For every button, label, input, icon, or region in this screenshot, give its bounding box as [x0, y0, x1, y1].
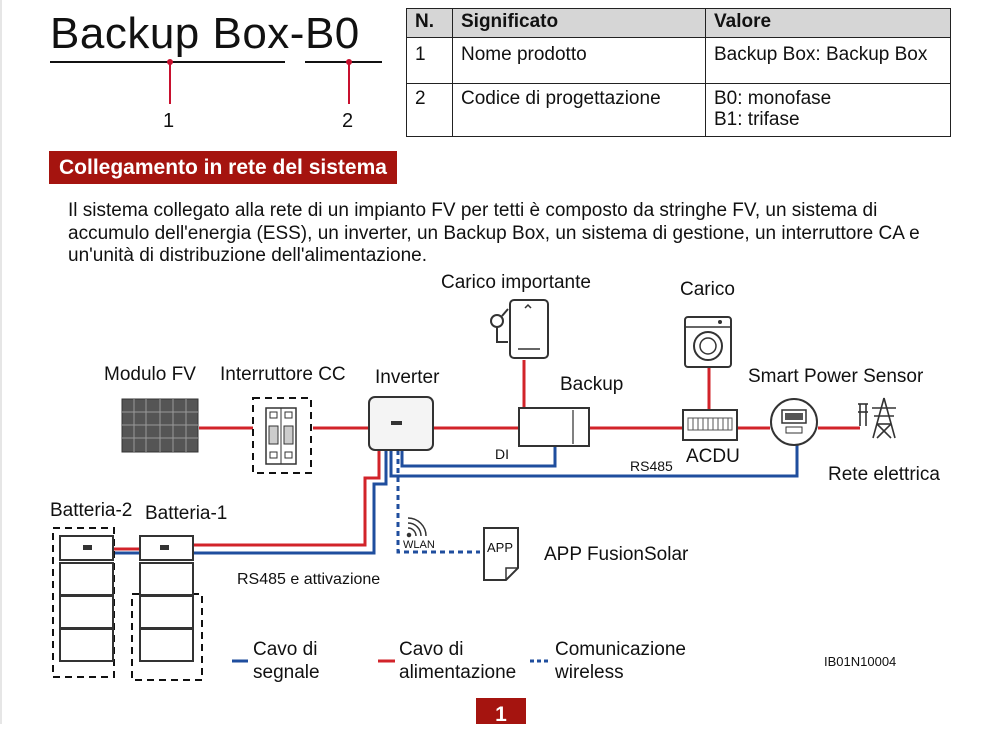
row-value-line: B1: trifase [714, 109, 800, 130]
table-row: 2 Codice di progettazione B0: monofase B… [406, 83, 951, 137]
table-header-row: N. Significato Valore [406, 8, 951, 38]
section-description: Il sistema collegato alla rete di un imp… [68, 200, 920, 266]
app-icon [483, 527, 519, 581]
label-dc-switch: Interruttore CC [220, 364, 346, 385]
signal-cables [113, 445, 799, 555]
label-rs485: RS485 [630, 458, 673, 474]
legend-signal-label: Cavo di segnale [253, 638, 320, 684]
label-pv-module: Modulo FV [104, 364, 196, 385]
callout-number-2: 2 [342, 110, 354, 132]
label-battery-1: Batteria-1 [145, 503, 228, 524]
label-grid: Rete elettrica [828, 464, 940, 485]
callout-leader-1 [169, 64, 171, 104]
label-wlan: WLAN [403, 539, 435, 551]
legend-line: wireless [555, 662, 624, 683]
callout-leader-2 [348, 64, 350, 104]
legend-power-label: Cavo di alimentazione [399, 638, 516, 684]
label-app-icon: APP [487, 540, 514, 555]
figure-id: IB01N10004 [824, 654, 897, 669]
label-important-load: Carico importante [441, 272, 591, 293]
wlan-icon [406, 517, 427, 538]
solar-panel-icon [121, 398, 199, 453]
transmission-tower-icon [858, 397, 896, 439]
label-load: Carico [680, 279, 735, 300]
table-row: 1 Nome prodotto Backup Box: Backup Box [406, 37, 951, 84]
label-smart-power-sensor: Smart Power Sensor [748, 366, 924, 387]
smart-power-sensor-icon [770, 398, 818, 446]
label-battery-2: Batteria-2 [50, 500, 133, 521]
legend-line: segnale [253, 662, 320, 683]
label-inverter: Inverter [375, 367, 440, 388]
power-cables [113, 360, 860, 551]
row-value: B0: monofase B1: trifase [705, 83, 951, 137]
inverter-icon [368, 396, 434, 451]
legend-line: alimentazione [399, 662, 517, 683]
row-meaning: Codice di progettazione [452, 83, 706, 137]
section-title: Collegamento in rete del sistema [49, 151, 397, 184]
label-di: DI [495, 446, 509, 462]
callout-number-1: 1 [163, 110, 175, 132]
label-app-name: APP FusionSolar [544, 544, 689, 565]
label-acdu: ACDU [686, 446, 740, 467]
wireless-link [396, 450, 480, 554]
column-header-meaning: Significato [452, 8, 706, 38]
column-header-number: N. [406, 8, 453, 38]
page-edge [0, 0, 2, 724]
callout-dot-1 [167, 59, 173, 65]
label-rs485-activation: RS485 e attivazione [237, 571, 381, 588]
callout-dot-2 [346, 59, 352, 65]
model-title: Backup Box-B0 [50, 9, 360, 58]
designation-table: N. Significato Valore 1 Nome prodotto Ba… [406, 8, 951, 137]
battery-icon [52, 527, 115, 678]
row-meaning: Nome prodotto [452, 37, 706, 84]
water-heater-icon [490, 299, 549, 359]
label-backup: Backup [560, 374, 624, 395]
legend-wireless-label: Comunicazione wireless [555, 638, 686, 684]
backup-box-icon [518, 407, 590, 447]
legend-line: Cavo di [253, 639, 318, 660]
battery-icon [131, 535, 203, 681]
legend-line: Comunicazione [555, 639, 686, 660]
row-number: 2 [406, 83, 453, 137]
row-value-line: B0: monofase [714, 88, 832, 109]
legend-line: Cavo di [399, 639, 464, 660]
designation-underline-2 [305, 61, 382, 63]
dc-switch-icon [252, 397, 312, 474]
column-header-value: Valore [705, 8, 951, 38]
page-number: 1 [476, 698, 526, 726]
row-value: Backup Box: Backup Box [705, 37, 951, 84]
washing-machine-icon [684, 316, 732, 368]
acdu-icon [682, 409, 738, 441]
